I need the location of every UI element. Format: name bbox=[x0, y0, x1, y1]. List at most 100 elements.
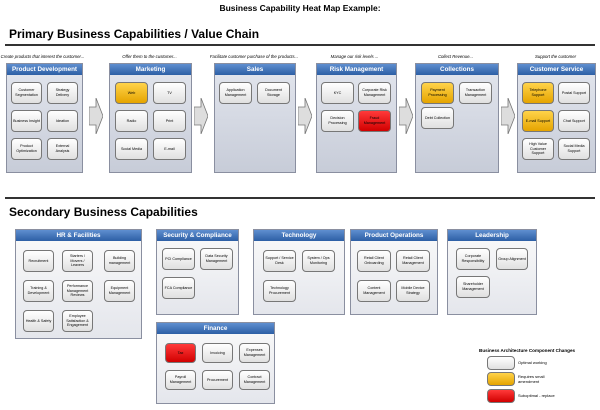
capability-web[interactable]: Web bbox=[115, 82, 148, 104]
capability-recruitment[interactable]: Recruitment bbox=[23, 250, 54, 272]
capability-email-support[interactable]: E-mail Support bbox=[522, 110, 554, 132]
legend-label-small-amendment: Requires small amendment bbox=[518, 374, 545, 384]
collections-subtitle: Collect Revenue... bbox=[437, 54, 474, 59]
sales-column: Sales Application Management Document St… bbox=[214, 63, 296, 173]
collections-column: Collections Payment Processing Transacti… bbox=[415, 63, 499, 173]
legend-swatch-optimal bbox=[487, 356, 515, 370]
capability-equipment-management[interactable]: Equipment Management bbox=[104, 280, 135, 302]
capability-strategy-delivery[interactable]: Strategy Delivery bbox=[47, 82, 78, 104]
capability-corporate-responsibility[interactable]: Corporate Responsibility bbox=[456, 248, 490, 270]
capability-system-ops-monitoring[interactable]: System / Ops Monitoring bbox=[302, 250, 335, 272]
capability-debt-collection[interactable]: Debt Collection bbox=[421, 107, 454, 129]
capability-postal-support[interactable]: Postal Support bbox=[558, 82, 590, 104]
capability-external-analysis[interactable]: External Analysis bbox=[47, 138, 78, 160]
legend-label-optimal: Optimal working bbox=[518, 360, 547, 365]
customer-service-header: Customer Service bbox=[518, 64, 595, 75]
capability-health-safety[interactable]: Health & Safety bbox=[23, 310, 54, 332]
security-compliance-group: Security & Compliance PCI Compliance Dat… bbox=[156, 229, 239, 315]
capability-application-management[interactable]: Application Management bbox=[219, 82, 252, 104]
capability-chat-support[interactable]: Chat Support bbox=[558, 110, 590, 132]
capability-building-management[interactable]: Building management bbox=[104, 250, 135, 272]
finance-header: Finance bbox=[157, 323, 274, 334]
capability-retail-client-onboarding[interactable]: Retail Client Onboarding bbox=[357, 250, 391, 272]
capability-pci-compliance[interactable]: PCI Compliance bbox=[162, 248, 195, 270]
product-development-column: Product Development Customer Segmentatio… bbox=[6, 63, 83, 173]
capability-technology-procurement[interactable]: Technology Procurement bbox=[263, 280, 296, 302]
value-chain-arrow-2 bbox=[194, 98, 208, 134]
capability-content-management[interactable]: Content Management bbox=[357, 280, 391, 302]
legend-title: Business Architecture Component Changes bbox=[479, 348, 576, 353]
capability-customer-segmentation[interactable]: Customer Segmentation bbox=[11, 82, 42, 104]
capability-print[interactable]: Print bbox=[153, 110, 186, 132]
product-operations-group: Product Operations Retail Client Onboard… bbox=[350, 229, 438, 315]
finance-group: Finance Tax Invoicing Expenses Managemen… bbox=[156, 322, 275, 404]
capability-document-storage[interactable]: Document Storage bbox=[257, 82, 290, 104]
capability-business-insight[interactable]: Business Insight bbox=[11, 110, 42, 132]
legend-label-suboptimal: Suboptimal - replace bbox=[518, 393, 555, 398]
technology-group: Technology Support / Service Desk System… bbox=[253, 229, 345, 315]
capability-decision-processing[interactable]: Decision Processing bbox=[321, 110, 354, 132]
sales-header: Sales bbox=[215, 64, 295, 75]
capability-employee-satisfaction-engagement[interactable]: Employee Satisfaction & Engagement bbox=[62, 310, 93, 332]
capability-email[interactable]: E-mail bbox=[153, 138, 186, 160]
capability-data-security-management[interactable]: Data Security Management bbox=[200, 248, 233, 270]
leadership-group: Leadership Corporate Responsibility Grou… bbox=[447, 229, 537, 315]
primary-heading: Primary Business Capabilities / Value Ch… bbox=[9, 27, 260, 41]
primary-rule bbox=[5, 44, 595, 46]
capability-expenses-management[interactable]: Expenses Management bbox=[239, 343, 270, 363]
secondary-heading: Secondary Business Capabilities bbox=[9, 205, 198, 219]
capability-shareholder-management[interactable]: Shareholder Management bbox=[456, 276, 490, 298]
product-development-subtitle: Create products that interest the custom… bbox=[0, 54, 85, 59]
leadership-header: Leadership bbox=[448, 230, 536, 241]
capability-contract-management[interactable]: Contract Management bbox=[239, 370, 270, 390]
sales-subtitle: Facilitate customer purchase of the prod… bbox=[209, 54, 299, 59]
capability-kyc[interactable]: KYC bbox=[321, 82, 354, 104]
legend-swatch-small-amendment bbox=[487, 372, 515, 386]
value-chain-arrow-1 bbox=[89, 98, 103, 134]
value-chain-arrow-5 bbox=[501, 98, 515, 134]
marketing-column: Marketing Web TV Radio Print Social Medi… bbox=[109, 63, 192, 173]
capability-procurement[interactable]: Procurement bbox=[202, 370, 233, 390]
capability-corporate-risk-management[interactable]: Corporate Risk Management bbox=[358, 82, 391, 104]
capability-tax[interactable]: Tax bbox=[165, 343, 196, 363]
page-title: Business Capability Heat Map Example: bbox=[219, 3, 381, 13]
marketing-header: Marketing bbox=[110, 64, 191, 75]
risk-management-column: Risk Management KYC Corporate Risk Manag… bbox=[316, 63, 397, 173]
marketing-subtitle: Offer them to the customer... bbox=[122, 54, 177, 59]
capability-starters-movers-leavers[interactable]: Starters / Movers / Leavers bbox=[62, 250, 93, 272]
capability-social-media-support[interactable]: Social Media Support bbox=[558, 138, 590, 160]
risk-management-subtitle: Manage our risk levels ... bbox=[330, 54, 379, 59]
capability-payroll-management[interactable]: Payroll Management bbox=[165, 370, 196, 390]
capability-training-development[interactable]: Training & Development bbox=[23, 280, 54, 302]
capability-support-service-desk[interactable]: Support / Service Desk bbox=[263, 250, 296, 272]
capability-performance-management-reviews[interactable]: Performance Management Reviews bbox=[62, 280, 93, 302]
capability-payment-processing[interactable]: Payment Processing bbox=[421, 82, 454, 104]
capability-social-media[interactable]: Social Media bbox=[115, 138, 148, 160]
hr-facilities-header: HR & Facilities bbox=[16, 230, 141, 241]
capability-radio[interactable]: Radio bbox=[115, 110, 148, 132]
capability-telephone-support[interactable]: Telephone Support bbox=[522, 82, 554, 104]
capability-product-optimization[interactable]: Product Optimization bbox=[11, 138, 42, 160]
product-development-header: Product Development bbox=[7, 64, 82, 75]
capability-invoicing[interactable]: Invoicing bbox=[202, 343, 233, 363]
collections-header: Collections bbox=[416, 64, 498, 75]
value-chain-arrow-4 bbox=[399, 98, 413, 134]
capability-transaction-management[interactable]: Transaction Management bbox=[459, 82, 492, 104]
capability-high-value-customer-support[interactable]: High Value Customer Support bbox=[522, 138, 554, 160]
hr-facilities-group: HR & Facilities Recruitment Starters / M… bbox=[15, 229, 142, 339]
capability-group-alignment[interactable]: Group Alignment bbox=[496, 248, 528, 270]
capability-mobile-device-strategy[interactable]: Mobile Device Strategy bbox=[396, 280, 430, 302]
legend-swatch-suboptimal bbox=[487, 389, 515, 403]
customer-service-column: Customer Service Telephone Support Posta… bbox=[517, 63, 596, 173]
product-operations-header: Product Operations bbox=[351, 230, 437, 241]
capability-retail-client-management[interactable]: Retail Client Management bbox=[396, 250, 430, 272]
capability-fca-compliance[interactable]: FCA Compliance bbox=[162, 277, 195, 299]
capability-ideation[interactable]: Ideation bbox=[47, 110, 78, 132]
value-chain-arrow-3 bbox=[298, 98, 312, 134]
technology-header: Technology bbox=[254, 230, 344, 241]
capability-fraud-management[interactable]: Fraud Management bbox=[358, 110, 391, 132]
customer-service-subtitle: Support the customer bbox=[534, 54, 577, 59]
capability-tv[interactable]: TV bbox=[153, 82, 186, 104]
security-compliance-header: Security & Compliance bbox=[157, 230, 238, 241]
secondary-rule bbox=[5, 197, 595, 199]
